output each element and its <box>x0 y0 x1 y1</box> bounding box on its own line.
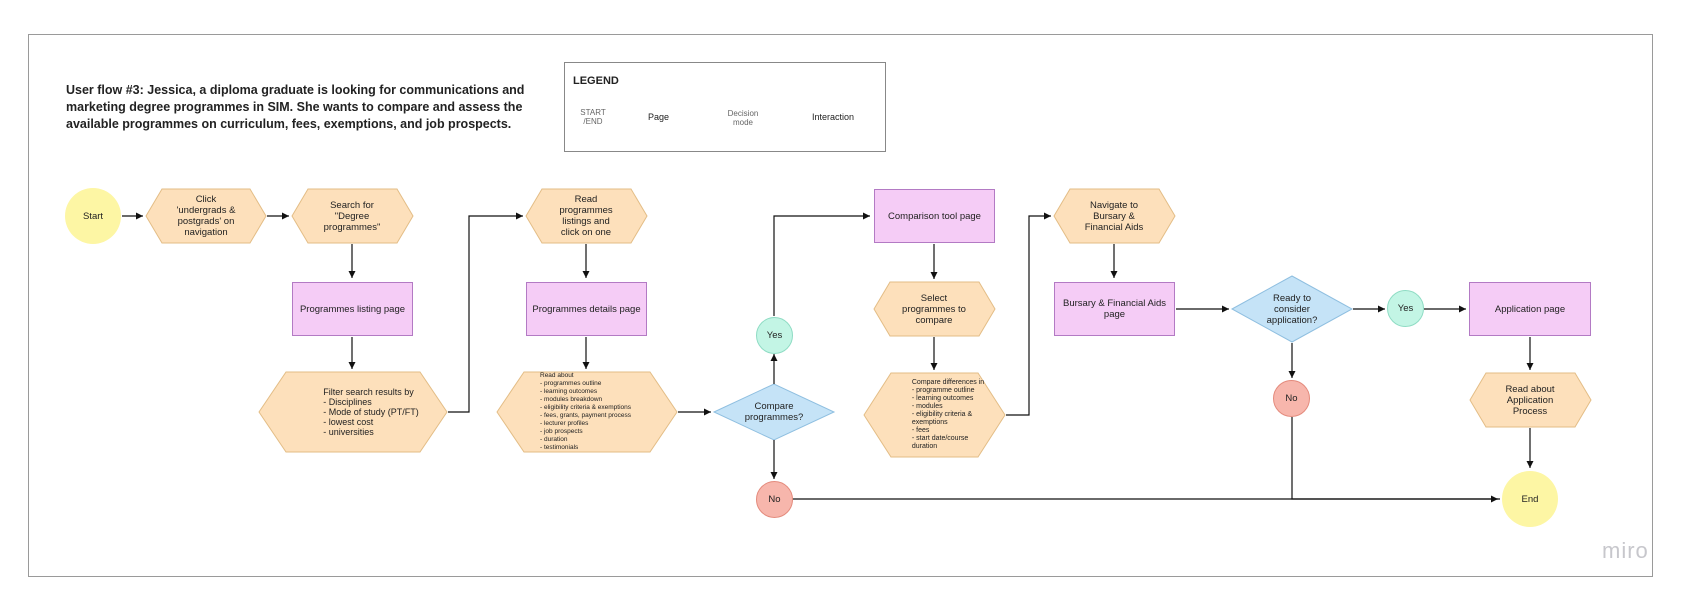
read-listings-shape <box>525 188 648 244</box>
legend-box: LEGEND <box>564 62 886 152</box>
node-shapes <box>65 188 1592 527</box>
search-node: Search for "Degree programmes" <box>323 199 381 233</box>
compare-differences-node: Compare differences in - programme outli… <box>911 379 985 450</box>
no-node-2: No <box>1273 380 1310 417</box>
read-about-shape <box>496 371 678 453</box>
programmes-details-page-node: Programmes details page <box>526 282 647 336</box>
flow-title: User flow #3: Jessica, a diploma graduat… <box>66 83 525 131</box>
legend-title: LEGEND <box>573 75 619 87</box>
ready-decision-node: Ready to consider application? <box>1266 292 1318 326</box>
edge-yes-comparison <box>773 212 870 316</box>
legend-page-label: Page <box>647 112 670 122</box>
read-application-node: Read about Application Process <box>1505 383 1555 417</box>
start-shape <box>65 188 121 244</box>
filter-shape <box>258 371 448 453</box>
comparison-tool-page-node: Comparison tool page <box>874 189 995 243</box>
programmes-listing-page-node: Programmes listing page <box>292 282 413 336</box>
compare-diff-shape <box>863 372 1006 458</box>
click-nav-node: Click 'undergrads & postgrads' on naviga… <box>176 194 236 238</box>
select-compare-shape <box>873 281 996 337</box>
legend-start-end-label: START /END <box>580 108 606 126</box>
select-compare-node: Select programmes to compare <box>902 292 966 326</box>
compare-decision-shape <box>712 383 836 441</box>
board-frame <box>28 34 1653 577</box>
legend-decision-label: Decision mode <box>727 109 759 127</box>
miro-watermark: miro <box>1602 538 1649 563</box>
no-node-1: No <box>756 481 793 518</box>
start-node: Start <box>82 210 104 222</box>
legend-interaction-label: Interaction <box>811 112 855 122</box>
read-about-node: Read about - programmes outline - learni… <box>540 372 632 451</box>
read-listings-node: Read programmes listings and click on on… <box>559 194 613 238</box>
bursary-financial-aids-page-node: Bursary & Financial Aids page <box>1054 282 1175 336</box>
edge-no2-end <box>1291 417 1500 500</box>
navigate-bursary-node: Navigate to Bursary & Financial Aids <box>1084 199 1144 233</box>
navigate-bursary-shape <box>1053 188 1176 244</box>
end-node: End <box>1521 493 1539 505</box>
filter-node: Filter search results by - Disciplines -… <box>323 387 419 437</box>
compare-decision-node: Compare programmes? <box>744 401 804 423</box>
search-shape <box>291 188 414 244</box>
click-nav-shape <box>145 188 267 244</box>
edge-filter-read <box>448 212 523 413</box>
yes-node-2: Yes <box>1387 290 1424 327</box>
connectors <box>122 212 1534 503</box>
end-shape <box>1502 471 1558 527</box>
read-application-shape <box>1469 372 1592 428</box>
yes-node-1: Yes <box>756 317 793 354</box>
edge-diff-navigate <box>1006 212 1051 416</box>
ready-decision-shape <box>1230 275 1354 343</box>
application-page-node: Application page <box>1469 282 1591 336</box>
